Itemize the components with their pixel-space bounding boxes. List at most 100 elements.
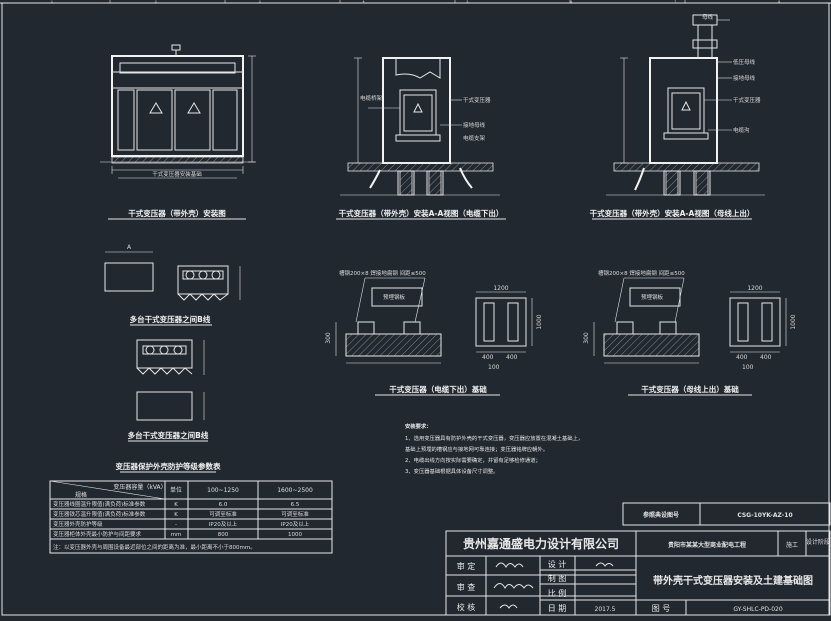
- project-name: 贵阳市某某大型商业配电工程: [668, 541, 746, 549]
- side-a-caption: 干式变压器（带外壳）安装A-A视图（电缆下出）: [339, 208, 504, 218]
- fl-channel-label: 槽钢200×8 焊接地扁钢 间距≤500: [339, 269, 426, 277]
- company-name: 贵州嘉通盛电力设计有限公司: [463, 536, 619, 551]
- protection-table: 变压器保护外壳防护等级参数表 变压器容量（kVA） 规格 单位 100~1250…: [49, 461, 333, 554]
- grid-number-7: 7: [674, 0, 676, 4]
- side-b-label-3: 接地母线: [733, 74, 756, 82]
- fr-channel-label: 槽钢200×8 焊接地扁钢 间距≤500: [598, 269, 685, 277]
- fr-dim-400b: 400: [760, 354, 772, 361]
- side-a-label-1: 电缆桥架: [360, 94, 383, 102]
- field-scale: 比 例: [548, 588, 567, 598]
- foundation-busbar-up: 槽钢200×8 焊接地扁钢 间距≤500 预埋钢板 300 1200 1000 …: [583, 269, 797, 396]
- signature-check: [499, 604, 518, 609]
- role-review: 审 查: [457, 582, 476, 592]
- table-row-1-a: 6.0: [219, 502, 228, 508]
- fl-dim-300: 300: [325, 332, 332, 344]
- table-row-2-b: 可调至标准: [281, 510, 309, 518]
- front-view-caption: 干式变压器（带外壳）安装图: [128, 208, 226, 218]
- table-row-2-a: 可调至标准: [209, 510, 237, 518]
- signature-design: [595, 562, 614, 567]
- table-row-4-unit: mm: [171, 532, 182, 538]
- fl-dim-400a: 400: [482, 354, 494, 361]
- table-header-sub: 规格: [75, 491, 87, 499]
- table-row-1-b: 6.5: [291, 502, 300, 508]
- table-col-a: 100~1250: [207, 487, 239, 494]
- fl-dim-400b: 400: [506, 354, 518, 361]
- grid-number-1: 1: [51, 0, 53, 4]
- small-top-caption: 多台干式变压器之间B线: [130, 314, 211, 324]
- small-plan-views: A 多台干式变压器之间B线 多台干式变压器之间B线: [104, 244, 241, 442]
- fr-dim-400a: 400: [736, 354, 748, 361]
- table-title: 变压器保护外壳防护等级参数表: [116, 461, 221, 471]
- signature-review: [493, 583, 534, 590]
- notes-line-3: 2、电缆出线方向按实际需要确定，并留有足够检修通道；: [405, 456, 541, 464]
- side-b-label-4: 干式变压器: [733, 96, 761, 104]
- notes-title: 安装要求：: [405, 422, 432, 430]
- foundation-cable-down: 槽钢200×8 焊接地扁钢 间距≤500 预埋钢板 300 1200 1000 …: [325, 269, 543, 396]
- svg-text:A: A: [127, 244, 132, 251]
- table-row-3-unit: -: [175, 522, 177, 528]
- field-date: 日 期: [548, 604, 567, 613]
- fl-dim-1000: 1000: [536, 314, 543, 329]
- side-a-label-3: 接地母线: [463, 121, 486, 129]
- table-row-2-unit: K: [174, 512, 178, 518]
- fl-bolt-label: 预埋钢板: [383, 293, 406, 301]
- front-base-label: 干式变压器安装基础: [152, 170, 202, 178]
- drawing-no-label: 图 号: [652, 604, 671, 613]
- fr-dim-300: 300: [583, 332, 590, 344]
- table-header-diag: 变压器容量（kVA）: [113, 483, 166, 491]
- fr-dim-1000: 1000: [790, 314, 797, 329]
- drawing-no: GY-SHLC-PD-020: [733, 606, 783, 613]
- small-bot-caption: 多台干式变压器之间B线: [128, 430, 209, 440]
- table-row-3-a: IP20及以上: [209, 520, 238, 528]
- signature-approve: [495, 562, 524, 568]
- side-a-label-4: 电缆支架: [463, 134, 486, 142]
- side-b-label-2: 低压母线: [733, 58, 756, 66]
- table-row-4-label: 变压器柜体外壳最小防护与间距要求: [53, 530, 142, 538]
- fl-dim-1200: 1200: [493, 285, 508, 292]
- foundation-right-caption: 干式变压器（母线上出）基础: [641, 384, 739, 394]
- side-b-label-1: 母线: [702, 13, 714, 21]
- install-notes: 安装要求： 1、选用变压器具有防护外壳的干式变压器，变压器应放置在混凝土基础上，…: [405, 422, 583, 475]
- table-row-4-a: 800: [218, 532, 229, 538]
- stage-value: 施工: [786, 541, 798, 549]
- title-block: 参照典设图号 CSG-10YK-AZ-10 贵州嘉通盛电力设计有限公司 贵阳市某…: [445, 502, 831, 616]
- drawing-title: 带外壳干式变压器安装及土建基础图: [653, 574, 813, 587]
- role-approve: 审 定: [457, 561, 476, 571]
- side-b-label-5: 电缆沟: [733, 126, 750, 134]
- notes-line-2: 基础上预埋的槽钢应与接地网可靠连接；变压器铭牌应朝外。: [405, 445, 548, 453]
- ref-label: 参照典设图号: [642, 511, 679, 519]
- fr-dim-1200: 1200: [747, 285, 762, 292]
- table-col-b: 1600~2500: [277, 487, 313, 494]
- table-row-1-label: 变压器线圈温升限值(满负荷)标准参数: [53, 500, 146, 508]
- side-b-caption: 干式变压器（带外壳）安装A-A视图（母线上出）: [590, 208, 755, 218]
- fr-dim-100: 100: [742, 364, 754, 371]
- table-col-unit: 单位: [170, 486, 182, 494]
- fl-dim-100: 100: [488, 364, 500, 371]
- field-design: 设 计: [548, 559, 567, 569]
- side-a-label-2: 干式变压器: [463, 96, 491, 104]
- grid-number-8: 8: [778, 0, 780, 4]
- grid-number-6: 6: [570, 0, 572, 4]
- table-row-3-label: 变压器外壳防护等级: [53, 520, 103, 528]
- table-row-4-b: 1000: [288, 532, 302, 538]
- table-row-3-b: IP20及以上: [281, 520, 310, 528]
- side-view-cable-down: 电缆桥架 干式变压器 接地母线 电缆支架 干式变压器（带外壳）安装A-A视图（电…: [336, 57, 506, 220]
- grid-number-2: 2: [155, 0, 157, 4]
- notes-line-1: 1、选用变压器具有防护外壳的干式变压器，变压器应放置在混凝土基础上，: [405, 434, 583, 442]
- front-view: 干式变压器安装基础 干式变压器（带外壳）安装图: [100, 44, 256, 220]
- fr-bolt-label: 预埋钢板: [641, 293, 664, 301]
- field-draw: 制 图: [548, 573, 567, 583]
- side-view-busbar-up: 母线 低压母线 接地母线 干式变压器 电缆沟 干式变压器（带外壳）安装A-A视图…: [590, 13, 765, 220]
- stage-label: 设计阶段: [806, 538, 830, 546]
- grid-number-4: 4: [363, 0, 365, 4]
- role-check: 校 核: [457, 602, 476, 612]
- grid-number-5: 5: [466, 0, 468, 4]
- ref-no: CSG-10YK-AZ-10: [737, 512, 792, 519]
- table-row-1-unit: K: [174, 502, 178, 508]
- grid-number-3: 3: [259, 0, 261, 4]
- notes-line-4: 3、变压器基础根据具体设备尺寸调整。: [405, 467, 498, 475]
- table-footnote: 注：以变压器外壳与周围设备最近部位之间的距离为准，最小距离不小于800mm。: [53, 543, 256, 551]
